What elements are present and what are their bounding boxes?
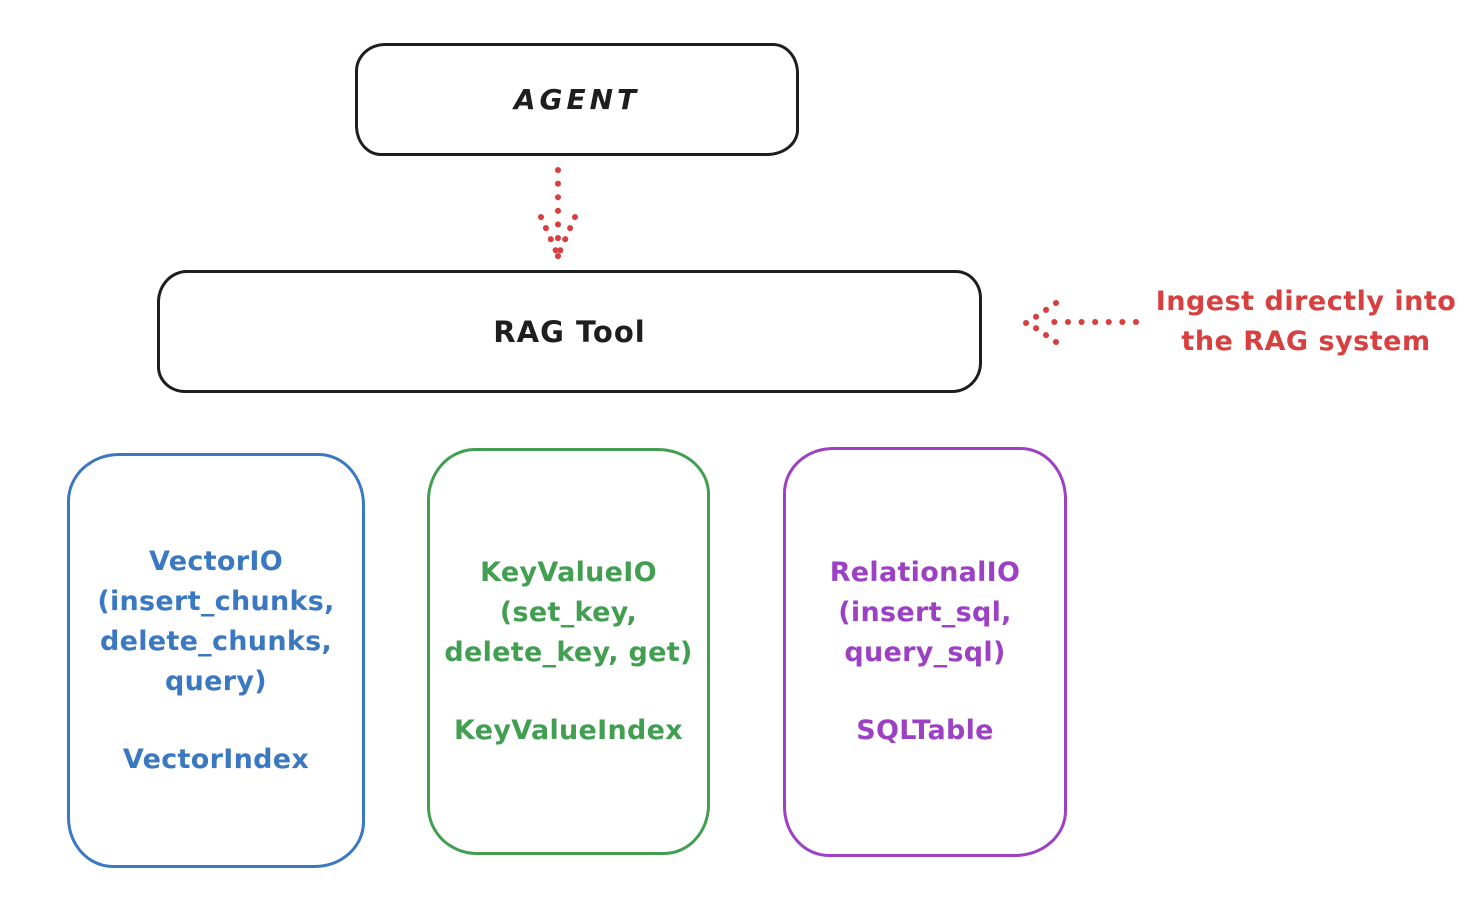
io-line: (insert_chunks, [97,585,335,617]
vector-io-node: VectorIO (insert_chunks, delete_chunks, … [67,453,365,868]
arrowhead-left [538,214,559,254]
io-line: KeyValueIO [480,556,657,588]
annotation-line-1: Ingest directly into [1155,286,1457,317]
rag-tool-node: RAG Tool [157,270,982,393]
io-line: (insert_sql, [838,597,1012,628]
sql-table-label: SQLTable [856,715,994,746]
arrowhead-right [557,214,578,254]
io-line: RelationalIO [829,557,1021,588]
io-line: VectorIO [149,545,283,577]
agent-node: AGENT [355,43,799,156]
relational-io-title-block: RelationalIO (insert_sql, query_sql) [830,553,1021,673]
arrowhead-top [1027,300,1059,324]
vector-io-title-block: VectorIO (insert_chunks, delete_chunks, … [97,542,334,702]
arrowhead-bottom [1027,321,1059,345]
io-line: (set_key, [499,596,638,628]
relational-io-node: RelationalIO (insert_sql, query_sql) SQL… [783,447,1067,857]
io-line: delete_key, get) [444,636,693,668]
io-line: query_sql) [844,637,1006,668]
rag-tool-label: RAG Tool [493,314,646,349]
keyvalue-index-label: KeyValueIndex [453,714,683,746]
keyvalue-io-title-block: KeyValueIO (set_key, delete_key, get) [444,553,692,673]
io-line: delete_chunks, [99,625,333,657]
agent-to-rag-tool-arrow [538,167,578,260]
vector-index-label: VectorIndex [122,743,310,775]
ingest-annotation: Ingest directly into the RAG system [1128,282,1484,362]
io-line: query) [165,665,267,697]
agent-label: AGENT [513,83,641,116]
keyvalue-io-node: KeyValueIO (set_key, delete_key, get) Ke… [427,448,710,855]
annotation-to-rag-tool-arrow [1023,300,1139,345]
annotation-line-2: the RAG system [1181,326,1431,357]
